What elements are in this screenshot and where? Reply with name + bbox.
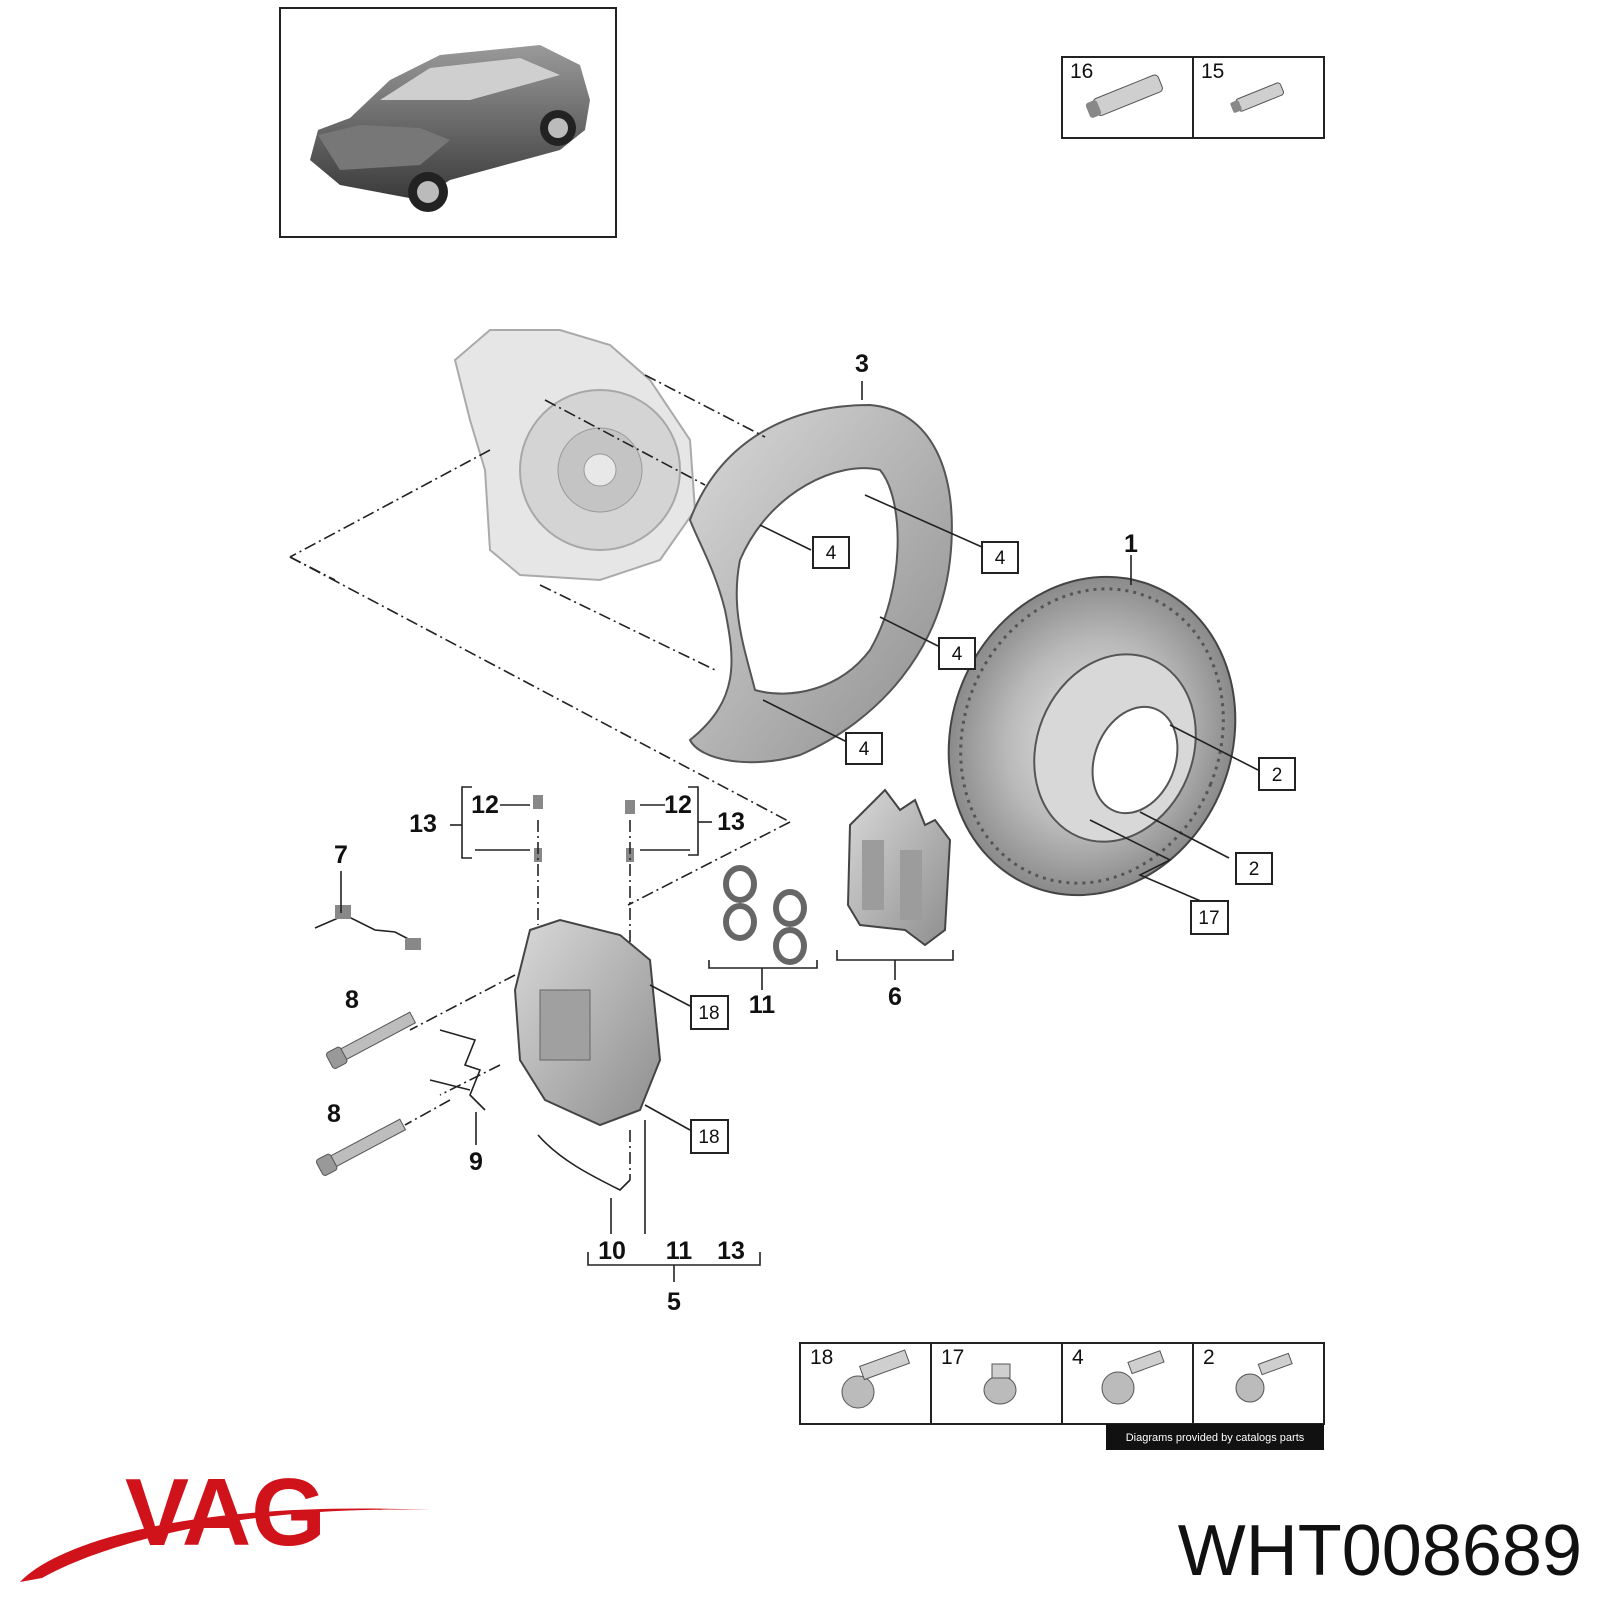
svg-text:18: 18 bbox=[698, 1127, 719, 1148]
vag-logo: VAG bbox=[20, 1459, 430, 1582]
brake-splash-guard bbox=[688, 403, 953, 764]
svg-text:2: 2 bbox=[1272, 765, 1283, 786]
callout-13-caliper: 13 bbox=[717, 1237, 745, 1265]
svg-text:4: 4 bbox=[995, 548, 1006, 569]
assembly-lines bbox=[289, 374, 791, 1180]
wear-sensor bbox=[314, 905, 421, 950]
guide-bolt-upper bbox=[325, 1011, 417, 1069]
callout-10: 10 bbox=[598, 1237, 626, 1265]
diagram-credit: Diagrams provided by catalogs parts bbox=[1106, 1424, 1324, 1450]
boxed-callout-18-upper: 18 bbox=[690, 995, 729, 1030]
table-cell-2: 2 bbox=[1203, 1346, 1215, 1369]
svg-text:VAG: VAG bbox=[125, 1459, 326, 1566]
brake-pads bbox=[846, 788, 952, 947]
svg-text:4: 4 bbox=[859, 739, 870, 760]
svg-text:Diagrams provided by catalogs: Diagrams provided by catalogs parts bbox=[1126, 1432, 1305, 1444]
boxed-callout-17: 17 bbox=[1190, 900, 1229, 935]
guide-bolt-lower bbox=[315, 1118, 407, 1176]
bolt-18-icon bbox=[841, 1349, 911, 1409]
fasteners-table: 18 17 4 2 bbox=[799, 1342, 1325, 1425]
callout-3: 3 bbox=[855, 350, 869, 378]
svg-text:2: 2 bbox=[1249, 859, 1260, 880]
table-cell-16: 16 bbox=[1070, 60, 1093, 83]
callout-8-upper: 8 bbox=[345, 986, 359, 1014]
callout-12-right: 12 bbox=[664, 791, 692, 819]
table-cell-18: 18 bbox=[810, 1346, 833, 1369]
callout-7: 7 bbox=[334, 841, 348, 869]
callout-12-left: 12 bbox=[471, 791, 499, 819]
table-cell-15: 15 bbox=[1201, 60, 1224, 83]
callout-11-caliper: 11 bbox=[666, 1237, 693, 1265]
callout-labels: 3 1 7 13 12 12 13 11 6 8 8 9 10 11 13 5 bbox=[327, 350, 1138, 1316]
svg-text:4: 4 bbox=[952, 644, 963, 665]
boxed-callout-2a: 2 bbox=[1258, 757, 1296, 791]
callout-9: 9 bbox=[469, 1148, 483, 1176]
table-cell-17: 17 bbox=[941, 1346, 964, 1369]
paste-tube-icon bbox=[1230, 82, 1284, 113]
table-cell-4: 4 bbox=[1072, 1346, 1084, 1369]
svg-text:18: 18 bbox=[698, 1003, 719, 1024]
callout-8-lower: 8 bbox=[327, 1100, 341, 1128]
boxed-callout-4a: 4 bbox=[812, 536, 850, 569]
part-number: WHT008689 bbox=[1178, 1511, 1582, 1591]
boxed-callout-4d: 4 bbox=[845, 732, 883, 765]
boxed-callout-2b: 2 bbox=[1235, 852, 1273, 885]
screw-2-icon bbox=[1235, 1352, 1293, 1403]
plug-17-icon bbox=[983, 1363, 1017, 1405]
callout-1: 1 bbox=[1124, 530, 1138, 558]
svg-text:4: 4 bbox=[826, 543, 837, 564]
bleeder-right bbox=[625, 800, 635, 862]
boxed-callouts: 4 4 4 4 2 2 17 18 bbox=[690, 536, 1296, 1154]
brake-line bbox=[537, 1134, 631, 1191]
brake-caliper bbox=[513, 918, 662, 1127]
seal-rings bbox=[723, 865, 807, 965]
brake-disc bbox=[947, 575, 1237, 897]
grease-tube-icon bbox=[1085, 74, 1163, 118]
boxed-callout-4b: 4 bbox=[981, 541, 1019, 574]
vehicle-thumbnail bbox=[279, 7, 617, 238]
leader-lines bbox=[340, 381, 1259, 1282]
callout-5: 5 bbox=[667, 1288, 681, 1316]
consumables-table: 16 15 bbox=[1061, 56, 1325, 139]
callout-13-right: 13 bbox=[717, 808, 745, 836]
callout-6: 6 bbox=[888, 983, 902, 1011]
screw-4-icon bbox=[1101, 1350, 1165, 1405]
suv-image bbox=[310, 45, 590, 212]
wheel-hub-carrier bbox=[453, 329, 697, 582]
bleeder-left bbox=[533, 795, 543, 862]
boxed-callout-4c: 4 bbox=[938, 637, 976, 670]
callout-11-seals: 11 bbox=[749, 991, 776, 1019]
spring-clip bbox=[429, 1029, 486, 1111]
boxed-callout-18-lower: 18 bbox=[690, 1119, 729, 1154]
callout-13-left: 13 bbox=[409, 810, 437, 838]
svg-text:17: 17 bbox=[1198, 908, 1219, 929]
